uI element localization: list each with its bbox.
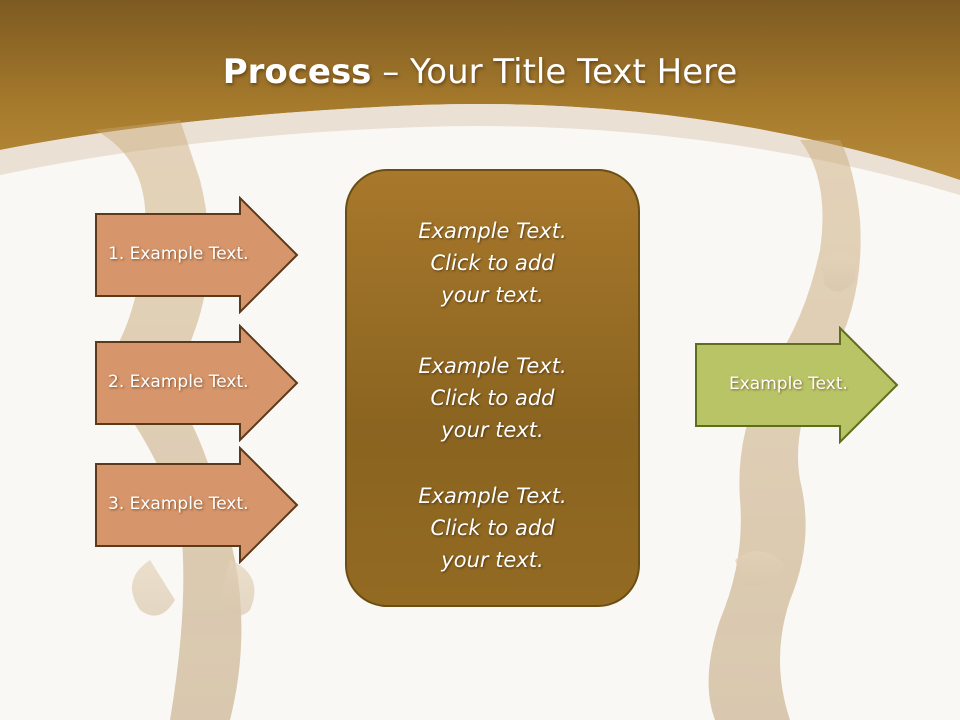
- item-line: your text.: [441, 283, 544, 307]
- item-line: Click to add: [430, 516, 555, 540]
- title-bold: Process: [222, 52, 372, 92]
- item-line: Example Text.: [418, 219, 567, 243]
- step-label: 3. Example Text.: [108, 494, 249, 514]
- step-arrow-3[interactable]: 3. Example Text.: [94, 446, 300, 564]
- result-arrow[interactable]: Example Text.: [694, 326, 900, 444]
- slide-title: Process – Your Title Text Here: [0, 52, 960, 92]
- item-line: your text.: [441, 548, 544, 572]
- header-band: [0, 0, 960, 180]
- step-label: 2. Example Text.: [108, 372, 249, 392]
- center-item-1: Example Text. Click to add your text.: [347, 215, 638, 311]
- step-arrow-1[interactable]: 1. Example Text.: [94, 196, 300, 314]
- center-item-2: Example Text. Click to add your text.: [347, 350, 638, 446]
- header-swoosh: [0, 103, 960, 195]
- item-line: Click to add: [430, 251, 555, 275]
- item-line: Click to add: [430, 386, 555, 410]
- arrow-shape: [695, 326, 899, 444]
- title-rest: – Your Title Text Here: [371, 52, 738, 92]
- arrow-shape: [95, 196, 299, 314]
- result-label: Example Text.: [729, 374, 848, 394]
- right-ornament: [708, 140, 861, 720]
- step-arrow-2[interactable]: 2. Example Text.: [94, 324, 300, 442]
- arrow-shape: [95, 446, 299, 564]
- arrow-shape: [95, 324, 299, 442]
- center-item-3: Example Text. Click to add your text.: [347, 480, 638, 576]
- item-line: your text.: [441, 418, 544, 442]
- center-box[interactable]: Example Text. Click to add your text. Ex…: [345, 169, 640, 607]
- step-label: 1. Example Text.: [108, 244, 249, 264]
- item-line: Example Text.: [418, 484, 567, 508]
- item-line: Example Text.: [418, 354, 567, 378]
